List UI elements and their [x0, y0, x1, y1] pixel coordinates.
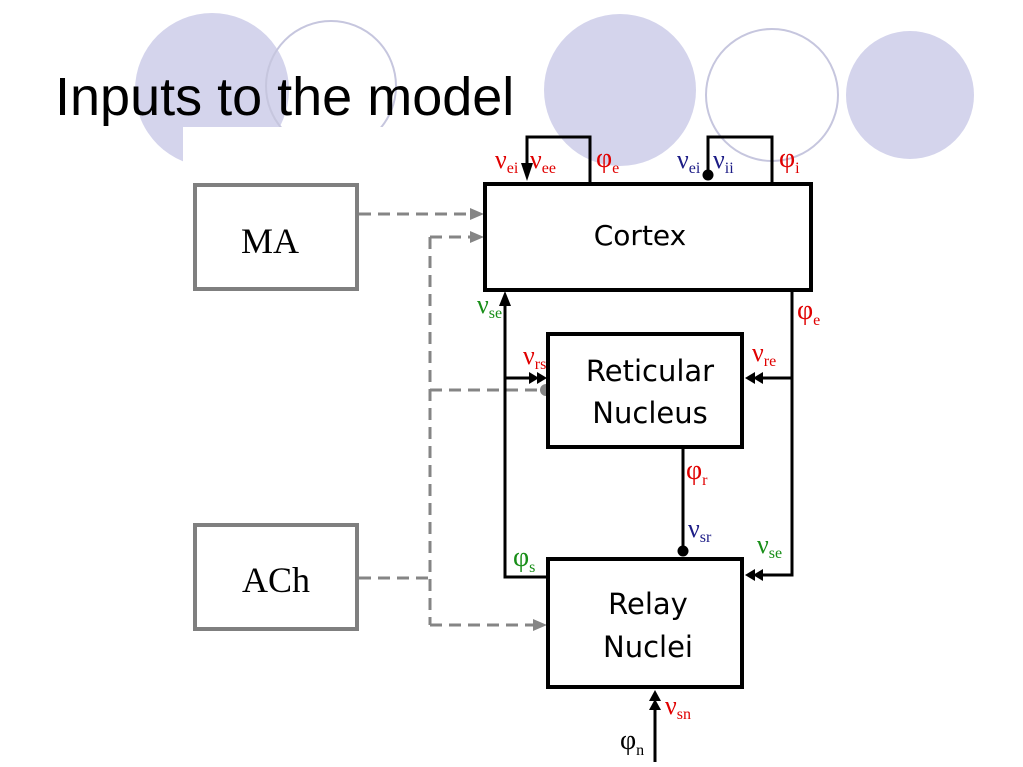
label-subscript: e	[612, 160, 619, 177]
relay-box-frame	[546, 557, 744, 689]
label-relay-to-reticular: νrs	[523, 341, 546, 373]
label-subscript: i	[795, 160, 800, 177]
relay-to-cortex-line	[503, 303, 547, 579]
decor-circle-filled	[544, 14, 696, 166]
label-subscript: se	[489, 305, 502, 322]
cortex-to-relay-line	[760, 291, 794, 577]
ach-to-relay-arrowhead	[533, 619, 547, 631]
ma-to-cortex-arrowhead	[470, 208, 484, 220]
label-subscript: n	[636, 742, 644, 759]
label-cortex-loop-left-b: νee	[530, 145, 556, 177]
cortex-left-self-loop	[525, 135, 592, 184]
label-symbol: ν	[688, 514, 700, 543]
label-reticular-to-relay: νsr	[688, 514, 712, 546]
label-symbol: ν	[530, 145, 542, 174]
label-external-to-relay: νsn	[665, 691, 691, 723]
parameter-labels: νei νee φe νei νii φi νse φe νrs νre φr …	[477, 143, 820, 759]
ma-box-frame	[193, 183, 359, 291]
connection-wires	[499, 135, 794, 762]
label-external-input: φn	[620, 725, 644, 759]
ma-box: MA	[193, 183, 359, 291]
label-symbol: φ	[620, 725, 636, 756]
cortex-right-self-loop	[706, 135, 774, 184]
cortex-box: Cortex	[483, 182, 813, 292]
label-subscript: rs	[535, 356, 547, 373]
label-symbol: ν	[752, 338, 764, 367]
reticular-box-label-line2: Nucleus	[592, 396, 707, 430]
label-symbol: ν	[665, 691, 677, 720]
label-symbol: φ	[513, 542, 529, 573]
cortex-right-loop-dot	[702, 169, 714, 181]
label-subscript: ei	[689, 160, 701, 177]
label-symbol: ν	[757, 530, 769, 559]
label-subscript: s	[529, 559, 535, 576]
label-cortex-loop-left-a: νei	[495, 145, 519, 177]
label-subscript: sr	[700, 529, 712, 546]
label-cortex-to-relay: νse	[757, 530, 782, 562]
ach-box-frame	[193, 523, 359, 631]
label-symbol: ν	[677, 145, 689, 174]
reticular-to-relay-dot	[677, 545, 689, 557]
ma-box-label: MA	[241, 221, 299, 261]
ach-to-cortex-arrowhead	[470, 231, 484, 243]
label-cortex-loop-right-a: νei	[677, 145, 701, 177]
relay-to-reticular-arrowhead	[537, 372, 547, 384]
reticular-box-frame	[546, 332, 744, 449]
label-cortex-loop-right-c: φi	[779, 143, 800, 177]
label-subscript: e	[813, 312, 820, 329]
label-cortex-loop-right-b: νii	[713, 145, 734, 177]
label-cortex-loop-left-c: φe	[596, 143, 619, 177]
label-symbol: φ	[686, 455, 702, 486]
label-symbol: ν	[523, 341, 535, 370]
slide-title: Inputs to the model	[55, 67, 514, 127]
label-relay-to-cortex: νse	[477, 290, 502, 322]
label-symbol: φ	[596, 143, 612, 174]
label-cortex-output: φe	[797, 295, 820, 329]
label-subscript: sn	[677, 706, 691, 723]
relay-nuclei-box: Relay Nuclei	[546, 557, 744, 689]
relay-box-label-line1: Relay	[608, 587, 688, 621]
label-subscript: r	[702, 472, 708, 489]
cortex-to-relay-arrowhead	[745, 569, 755, 581]
label-subscript: ee	[542, 160, 556, 177]
external-input-arrowhead	[649, 690, 661, 701]
label-reticular-output: φr	[686, 455, 708, 489]
cortex-to-reticular-arrowhead	[745, 372, 755, 384]
external-input-arrowhead	[649, 699, 661, 710]
reticular-nucleus-box: Reticular Nucleus	[546, 332, 744, 449]
ach-box-label: ACh	[242, 560, 310, 600]
relay-box-label-line2: Nuclei	[603, 630, 693, 664]
label-relay-output: φs	[513, 542, 535, 576]
cortex-left-loop-arrowhead	[521, 163, 533, 181]
ach-box: ACh	[193, 523, 359, 631]
relay-to-cortex-arrowhead	[499, 291, 511, 306]
label-symbol: φ	[779, 143, 795, 174]
relay-to-reticular-arrowhead	[529, 372, 539, 384]
label-cortex-to-reticular: νre	[752, 338, 776, 370]
cortex-box-label: Cortex	[594, 219, 686, 252]
label-subscript: ei	[507, 160, 519, 177]
cortex-to-reticular-arrowhead	[753, 372, 763, 384]
label-subscript: ii	[725, 160, 734, 177]
label-symbol: ν	[713, 145, 725, 174]
label-symbol: ν	[495, 145, 507, 174]
label-subscript: re	[764, 353, 776, 370]
cortex-to-relay-arrowhead	[753, 569, 763, 581]
reticular-box-label-line1: Reticular	[586, 354, 714, 388]
label-subscript: se	[769, 545, 782, 562]
label-symbol: φ	[797, 295, 813, 326]
label-symbol: ν	[477, 290, 489, 319]
decor-circle-filled	[846, 31, 974, 159]
cortex-box-frame	[483, 182, 813, 292]
